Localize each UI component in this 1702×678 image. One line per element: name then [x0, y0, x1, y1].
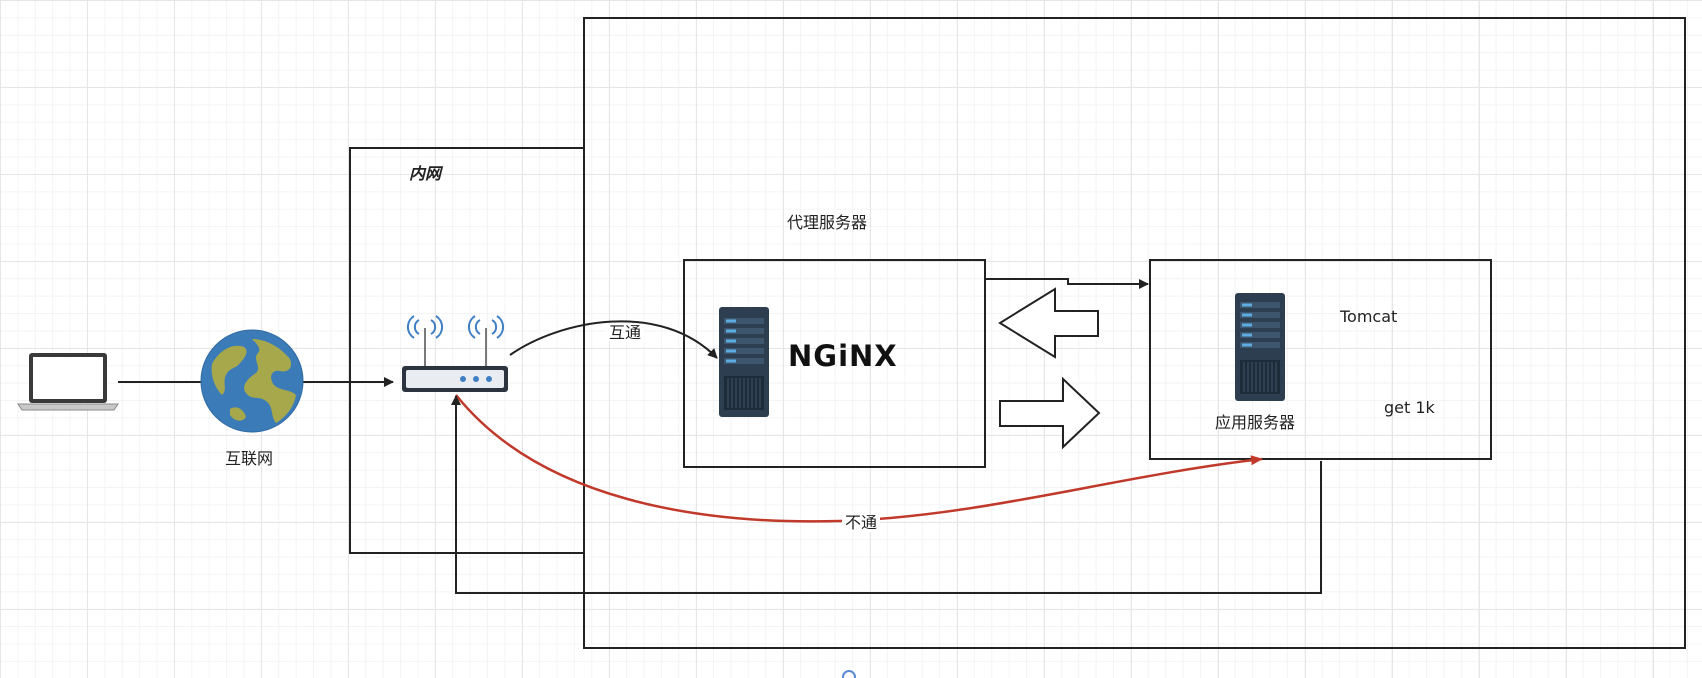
tomcat-label: Tomcat — [1340, 307, 1398, 326]
app-server-box — [1149, 259, 1492, 460]
router-icon — [402, 315, 508, 392]
blocked-label: 不通 — [842, 514, 881, 532]
response-hollow-arrow — [998, 287, 1099, 359]
server-icon — [1235, 293, 1285, 401]
return-path-arrow — [451, 395, 1322, 594]
request-hollow-arrow — [999, 376, 1101, 450]
blocked-arrow — [455, 394, 1263, 523]
proxy-server-box — [683, 259, 986, 468]
router-nginx-arrow — [509, 320, 718, 359]
server-icon — [719, 307, 769, 417]
intranet-label: 内网 — [409, 164, 442, 183]
connection-handle[interactable] — [842, 670, 856, 678]
outer-server-zone — [583, 17, 1686, 649]
internet-label: 互联网 — [225, 449, 274, 468]
app-server-label: 应用服务器 — [1215, 413, 1296, 432]
intranet-zone — [349, 147, 585, 554]
connected-label: 互通 — [606, 324, 645, 342]
proxy-app-arrow — [986, 278, 1149, 289]
laptop-icon — [17, 353, 119, 411]
proxy-server-label: 代理服务器 — [787, 213, 868, 232]
get-label: get 1k — [1384, 398, 1435, 417]
globe-icon — [200, 329, 304, 433]
nginx-logo: NGiNX — [788, 339, 898, 373]
